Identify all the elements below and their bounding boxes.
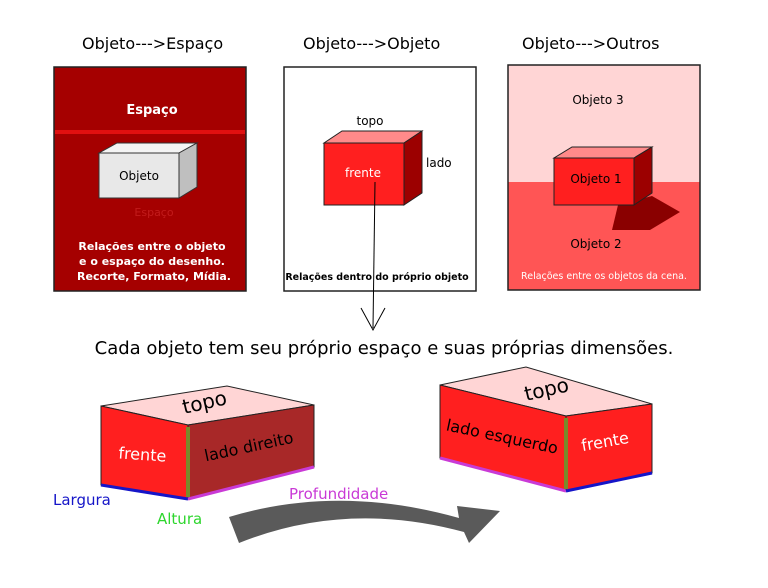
panel3-frame — [507, 64, 701, 291]
cube-gray-front — [98, 152, 180, 199]
panel1-desc-line-2: e o espaço do desenho. — [79, 255, 225, 268]
panel-object-object: topo frente lado Relações dentro do próp… — [283, 66, 477, 332]
width-label: Largura — [53, 491, 111, 509]
panel3-caption: Relações entre os objetos da cena. — [521, 271, 687, 282]
box-left: topo frente lado direito — [100, 385, 315, 501]
panel2-front-label: frente — [345, 166, 381, 180]
cube-red-side — [403, 130, 423, 206]
box-left-front-label: frente — [118, 443, 167, 465]
box-right-width-edge — [565, 471, 653, 493]
pointer-arrow-line — [372, 181, 376, 329]
width-edge — [100, 483, 189, 501]
heading-object-object: Objeto--->Objeto — [303, 34, 441, 53]
rotation-arrow — [229, 500, 500, 543]
panel1-desc-line-3: Recorte, Formato, Mídia. — [77, 270, 231, 283]
panel2-top-label: topo — [356, 114, 383, 128]
box-right: topo lado esquerdo frente — [439, 366, 653, 493]
panel1-title: Espaço — [126, 103, 177, 118]
panel2-caption: Relações dentro do próprio objeto — [285, 272, 469, 283]
panel1-desc-line-1: Relações entre o objeto — [78, 240, 226, 253]
heading-object-space: Objeto--->Espaço — [82, 34, 224, 53]
panel-object-others: Objeto 3 Objeto 1 Objeto 2 Relações entr… — [507, 64, 701, 291]
panel1-object-label: Objeto — [119, 169, 159, 183]
main-caption: Cada objeto tem seu próprio espaço e sua… — [94, 338, 674, 359]
panel-object-space: Espaço Objeto Espaço Relações entre o ob… — [53, 66, 247, 292]
box-right-depth-edge — [439, 456, 567, 493]
panel2-side-label: lado — [426, 156, 452, 170]
height-label: Altura — [157, 510, 202, 528]
panel3-obj2-label: Objeto 2 — [570, 237, 621, 251]
heading-object-others: Objeto--->Outros — [522, 34, 660, 53]
depth-edge — [187, 465, 315, 501]
cube-red-front — [323, 142, 405, 206]
cube-obj1-front — [553, 157, 635, 206]
panel1-faint-label: Espaço — [134, 206, 173, 219]
panel3-obj3-label: Objeto 3 — [572, 93, 623, 107]
pointer-arrow-head — [360, 307, 386, 332]
depth-label: Profundidade — [289, 485, 388, 503]
panel3-obj1-label: Objeto 1 — [570, 172, 621, 186]
